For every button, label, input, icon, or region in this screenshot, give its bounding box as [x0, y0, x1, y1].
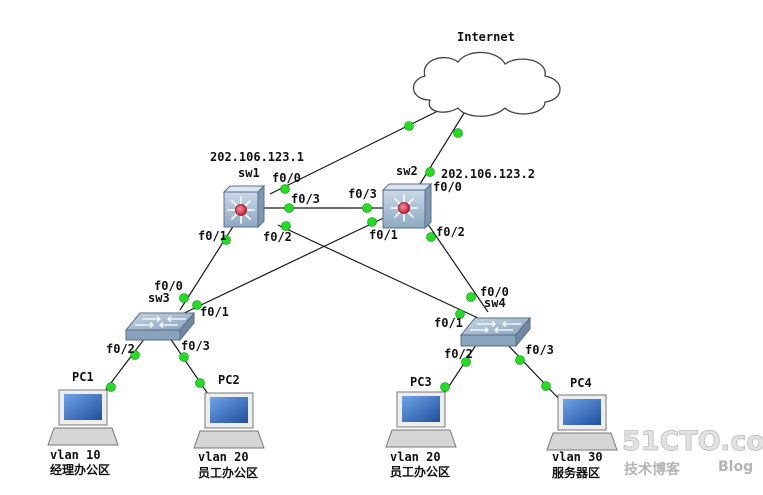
port-dot: [280, 184, 290, 194]
port-label-sw2-f0-3: f0/3: [348, 187, 377, 201]
pc4[interactable]: PC4 vlan 30 服务器区: [546, 376, 618, 480]
pc2-area-label: 员工办公区: [198, 465, 258, 480]
cloud-icon: [412, 51, 561, 117]
internet-cloud: Internet: [412, 30, 561, 117]
sw1-name-label: sw1: [238, 166, 260, 180]
link-sw3-pc2: [169, 337, 213, 401]
port-dot: [284, 203, 294, 213]
pc2-vlan-label: vlan 20: [198, 450, 249, 464]
port-dot: [461, 357, 471, 367]
port-dot: [179, 293, 189, 303]
port-dot: [404, 121, 414, 131]
port-dot: [130, 350, 140, 360]
sw4-name-label: sw4: [484, 296, 506, 310]
port-label-sw2-f0-1: f0/1: [369, 228, 398, 242]
watermark-main-text: 51CTO.com: [622, 426, 763, 457]
pc3-area-label: 员工办公区: [390, 464, 450, 479]
port-label-sw4-f0-2: f0/2: [444, 347, 473, 361]
multilayer-switch-icon: [381, 182, 433, 230]
port-dot: [515, 355, 525, 365]
link-sw1-internet: [269, 106, 447, 195]
port-dot: [466, 292, 476, 302]
port-label-sw4-f0-1: f0/1: [434, 316, 463, 330]
port-label-sw1-f0-2: f0/2: [263, 230, 292, 244]
port-dot: [179, 352, 189, 362]
pc1-area-label: 经理办公区: [50, 462, 110, 477]
link-sw1-sw4: [277, 224, 479, 319]
port-dot: [106, 382, 116, 392]
port-labels: f0/0 f0/3 f0/1 f0/2 f0/3 f0/0 f0/1 f0/2 …: [106, 171, 554, 361]
internet-label: Internet: [457, 30, 515, 44]
port-dot: [192, 300, 202, 310]
port-label-sw1-f0-1: f0/1: [198, 229, 227, 243]
pc4-area-label: 服务器区: [552, 465, 600, 480]
sw2-name-label: sw2: [396, 164, 418, 178]
port-indicators: [106, 121, 551, 392]
port-label-sw1-f0-3: f0/3: [291, 192, 320, 206]
port-dot: [426, 232, 436, 242]
workgroup-switch-icon: [124, 311, 196, 342]
watermark-cn-text: 技术博客: [624, 461, 681, 478]
port-dot: [425, 167, 435, 177]
port-dot: [453, 128, 463, 138]
port-label-sw1-f0-0: f0/0: [272, 171, 301, 185]
sw2-ip-label: 202.106.123.2: [441, 167, 535, 181]
pc3-vlan-label: vlan 20: [390, 450, 441, 464]
switch-sw3[interactable]: sw3: [124, 291, 196, 342]
port-label-sw3-f0-0: f0/0: [154, 279, 183, 293]
port-label-sw3-f0-2: f0/2: [106, 342, 135, 356]
switch-sw2[interactable]: sw2 202.106.123.2: [381, 164, 535, 230]
multilayer-switch-icon: [222, 184, 266, 229]
pc4-name-label: PC4: [570, 376, 592, 390]
port-dot: [367, 217, 377, 227]
port-label-sw2-f0-2: f0/2: [436, 225, 465, 239]
port-dot: [455, 309, 465, 319]
port-label-sw3-f0-3: f0/3: [181, 339, 210, 353]
pc1-name-label: PC1: [72, 370, 94, 384]
watermark-blog-text: Blog: [718, 459, 753, 475]
sw1-ip-label: 202.106.123.1: [210, 150, 304, 164]
port-dot: [362, 203, 372, 213]
port-dot: [440, 382, 450, 392]
pc1-vlan-label: vlan 10: [50, 448, 101, 462]
links: [97, 106, 561, 401]
sw3-name-label: sw3: [148, 291, 170, 305]
port-label-sw2-f0-0: f0/0: [433, 180, 462, 194]
switch-sw4[interactable]: sw4: [459, 296, 532, 348]
pc-monitor-icon: [47, 389, 119, 446]
pc4-vlan-label: vlan 30: [552, 450, 603, 464]
port-dot: [221, 235, 231, 245]
pc2[interactable]: PC2 vlan 20 员工办公区: [193, 373, 265, 480]
pc-monitor-icon: [546, 394, 618, 451]
pc-monitor-icon: [193, 392, 265, 449]
workgroup-switch-icon: [459, 316, 532, 348]
port-label-sw3-f0-1: f0/1: [200, 305, 229, 319]
port-label-sw4-f0-0: f0/0: [480, 285, 509, 299]
pc-monitor-icon: [385, 391, 457, 448]
link-sw2-sw3: [177, 213, 393, 317]
switch-sw1[interactable]: 202.106.123.1 sw1: [210, 150, 304, 229]
port-dot: [281, 221, 291, 231]
pc3-name-label: PC3: [410, 375, 432, 389]
port-label-sw4-f0-3: f0/3: [525, 343, 554, 357]
pc1[interactable]: PC1 vlan 10 经理办公区: [47, 370, 119, 477]
pc3[interactable]: PC3 vlan 20 员工办公区: [385, 375, 457, 479]
link-sw4-pc4: [504, 341, 561, 401]
port-dot: [541, 381, 551, 391]
port-dot: [195, 378, 205, 388]
pc2-name-label: PC2: [218, 373, 240, 387]
watermark-51cto: 51CTO.com 技术博客 Blog: [622, 426, 763, 478]
